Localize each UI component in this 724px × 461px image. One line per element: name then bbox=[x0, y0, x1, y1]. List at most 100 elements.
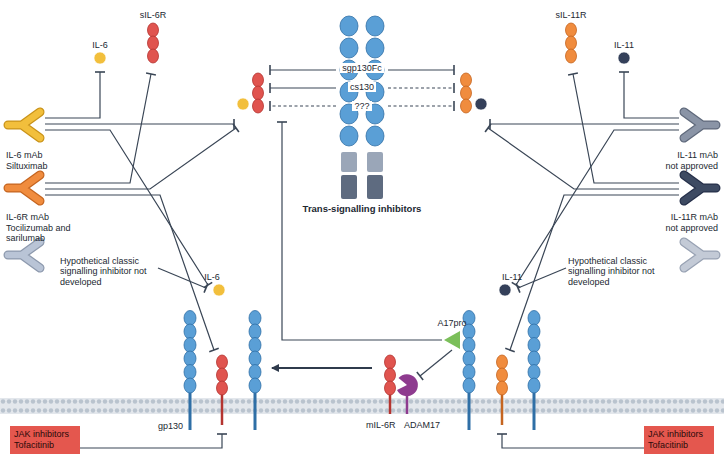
lipid-head bbox=[247, 408, 251, 412]
lipid-head bbox=[163, 399, 167, 403]
figure-label: Siltuximab bbox=[6, 161, 48, 171]
il11-cytokine bbox=[475, 98, 487, 110]
sgp130-domain-stack-domain bbox=[366, 38, 384, 58]
lipid-head bbox=[121, 408, 125, 412]
lipid-head bbox=[193, 399, 197, 403]
adam17-protease bbox=[397, 374, 418, 396]
soluble-il11r-domain bbox=[566, 23, 577, 37]
figure-label: sIL-6R bbox=[140, 10, 167, 20]
il11-cytokine bbox=[618, 52, 630, 64]
membrane-il11r-domain bbox=[497, 355, 508, 369]
inhibition-bar bbox=[485, 124, 491, 132]
lipid-head bbox=[415, 399, 419, 403]
lipid-head bbox=[541, 399, 545, 403]
gp130-receptor-domain bbox=[249, 365, 261, 380]
lipid-head bbox=[319, 399, 323, 403]
lipid-head bbox=[343, 408, 347, 412]
lipid-head bbox=[13, 408, 17, 412]
inhibition-bar bbox=[209, 348, 218, 351]
lipid-head bbox=[415, 408, 419, 412]
lipid-head bbox=[583, 408, 587, 412]
hypothetical-antibody bbox=[8, 242, 40, 268]
lipid-head bbox=[463, 408, 467, 412]
hypothetical-antibody-outline bbox=[684, 242, 716, 268]
lipid-head bbox=[211, 408, 215, 412]
figure-label: sIL-11R bbox=[556, 10, 587, 20]
lipid-head bbox=[559, 399, 563, 403]
lipid-head bbox=[481, 399, 485, 403]
inhibition-line bbox=[624, 72, 679, 118]
figure-label: ??? bbox=[352, 101, 371, 111]
soluble-il11r-domain bbox=[566, 49, 577, 63]
lipid-head bbox=[223, 408, 227, 412]
lipid-head bbox=[493, 399, 497, 403]
lipid-head bbox=[265, 408, 269, 412]
sgp130-domain-stack-domain bbox=[366, 126, 384, 146]
lipid-head bbox=[313, 408, 317, 412]
lipid-head bbox=[685, 399, 689, 403]
lipid-head bbox=[259, 399, 263, 403]
lipid-head bbox=[487, 399, 491, 403]
lipid-head bbox=[553, 399, 557, 403]
lipid-head bbox=[31, 399, 35, 403]
gp130-receptor-domain bbox=[528, 365, 540, 380]
inhibition-bar bbox=[568, 73, 578, 75]
lipid-head bbox=[697, 408, 701, 412]
lipid-head bbox=[175, 408, 179, 412]
gp130-receptor-domain bbox=[184, 351, 196, 366]
lipid-head bbox=[49, 408, 53, 412]
lipid-head bbox=[715, 408, 719, 412]
lipid-head bbox=[517, 408, 521, 412]
lipid-head bbox=[109, 408, 113, 412]
mil6r-receptor bbox=[385, 355, 396, 395]
lipid-head bbox=[625, 408, 629, 412]
sgp130-domain-stack-domain bbox=[340, 38, 358, 58]
lipid-head bbox=[127, 399, 131, 403]
hypothetical-antibody-outline bbox=[8, 242, 40, 268]
figure-label: sgp130Fc bbox=[340, 63, 384, 73]
hypothetical-antibody-body bbox=[684, 242, 716, 268]
figure-label: Tocilizumab and sarilumab bbox=[6, 223, 72, 244]
cell-membrane bbox=[0, 398, 724, 414]
lipid-head bbox=[553, 408, 557, 412]
fc-block bbox=[341, 175, 357, 199]
lipid-head bbox=[547, 399, 551, 403]
lipid-head bbox=[391, 408, 395, 412]
lipid-head bbox=[409, 399, 413, 403]
lipid-head bbox=[331, 408, 335, 412]
lipid-head bbox=[427, 408, 431, 412]
lipid-head bbox=[679, 399, 683, 403]
lipid-head bbox=[655, 408, 659, 412]
lipid-head bbox=[169, 408, 173, 412]
lipid-head bbox=[277, 408, 281, 412]
gp130-receptor bbox=[184, 311, 196, 394]
lipid-head bbox=[631, 408, 635, 412]
soluble-il6r-domain bbox=[148, 49, 159, 63]
inhibition-line bbox=[45, 123, 234, 124]
sgp130-domain-stack-domain bbox=[340, 16, 358, 36]
lipid-head bbox=[385, 399, 389, 403]
gp130-receptor-domain bbox=[249, 338, 261, 353]
lipid-head bbox=[289, 399, 293, 403]
lipid-head bbox=[19, 408, 23, 412]
lipid-head bbox=[595, 399, 599, 403]
lipid-head bbox=[307, 408, 311, 412]
lipid-head bbox=[439, 408, 443, 412]
lipid-head bbox=[97, 408, 101, 412]
lipid-head bbox=[295, 399, 299, 403]
lipid-head bbox=[715, 399, 719, 403]
il11-sil11r-complex bbox=[461, 73, 472, 113]
lipid-head bbox=[55, 408, 59, 412]
membrane-il11r-domain bbox=[497, 381, 508, 395]
lipid-head bbox=[1, 408, 5, 412]
gp130-receptor-domain bbox=[249, 378, 261, 393]
lipid-head bbox=[313, 399, 317, 403]
gp130-stalk bbox=[468, 390, 471, 430]
trans-inhibition-line bbox=[388, 87, 454, 88]
il11r-antibody-outline bbox=[684, 175, 716, 201]
lipid-head bbox=[571, 399, 575, 403]
il11-sil11r-complex-domain bbox=[461, 73, 472, 87]
gp130-receptor-domain bbox=[249, 351, 261, 366]
figure-label: A17pro bbox=[437, 318, 466, 328]
lipid-head bbox=[289, 408, 293, 412]
